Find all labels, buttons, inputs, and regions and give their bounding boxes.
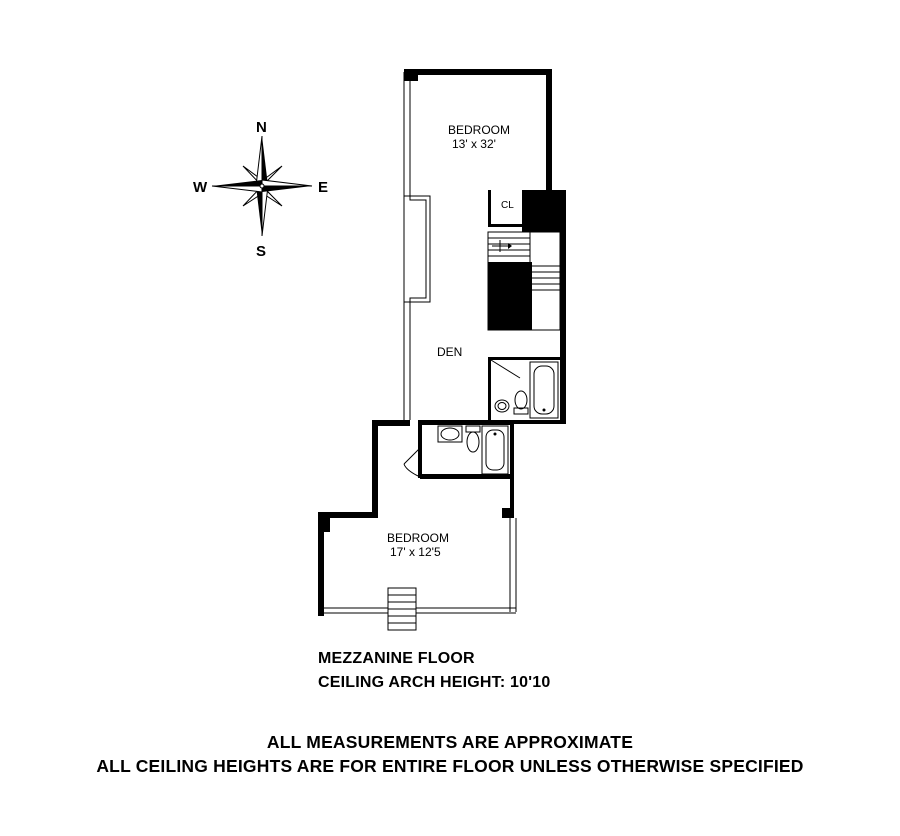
sink-icon: [494, 399, 510, 413]
footer-measurement-note: ALL MEASUREMENTS ARE APPROXIMATE: [266, 732, 634, 752]
toilet-icon: [513, 390, 529, 415]
sink-icon-lower: [437, 425, 463, 443]
lower-bedroom-dimensions: 17' x 12'5: [390, 545, 441, 559]
compass-west: W: [193, 179, 208, 196]
upper-bedroom-dimensions: 13' x 32': [452, 137, 496, 151]
upper-unit: BEDROOM 13' x 32' CL DEN: [403, 69, 566, 424]
west-window-wall: [403, 72, 427, 420]
footer-ceiling-note: ALL CEILING HEIGHTS ARE FOR ENTIRE FLOOR…: [96, 756, 804, 776]
floor-name: MEZZANINE FLOOR: [318, 650, 475, 667]
den-label: DEN: [437, 345, 462, 359]
closet-label: CL: [501, 200, 514, 211]
compass-north: N: [256, 119, 267, 136]
bathroom-lower: [403, 420, 514, 518]
compass-rose: N S W E: [193, 119, 328, 260]
compass-south: S: [256, 243, 266, 260]
upper-bedroom-label: BEDROOM: [448, 123, 510, 137]
toilet-icon-lower: [465, 425, 481, 453]
stair-arrow-icon: [492, 240, 512, 252]
staircase: [487, 231, 561, 331]
compass-star-icon: [211, 135, 313, 237]
lower-bedroom-label: BEDROOM: [387, 531, 449, 545]
lower-unit: BEDROOM 17' x 12'5: [318, 420, 517, 631]
bathroom-upper: [488, 357, 560, 421]
bathtub-icon: [529, 361, 559, 419]
bathtub-icon-lower: [481, 425, 509, 475]
closet-wall-block: [522, 190, 566, 232]
entry-steps: [387, 587, 417, 631]
compass-east: E: [318, 179, 328, 196]
ceiling-height-note: CEILING ARCH HEIGHT: 10'10: [318, 674, 551, 691]
